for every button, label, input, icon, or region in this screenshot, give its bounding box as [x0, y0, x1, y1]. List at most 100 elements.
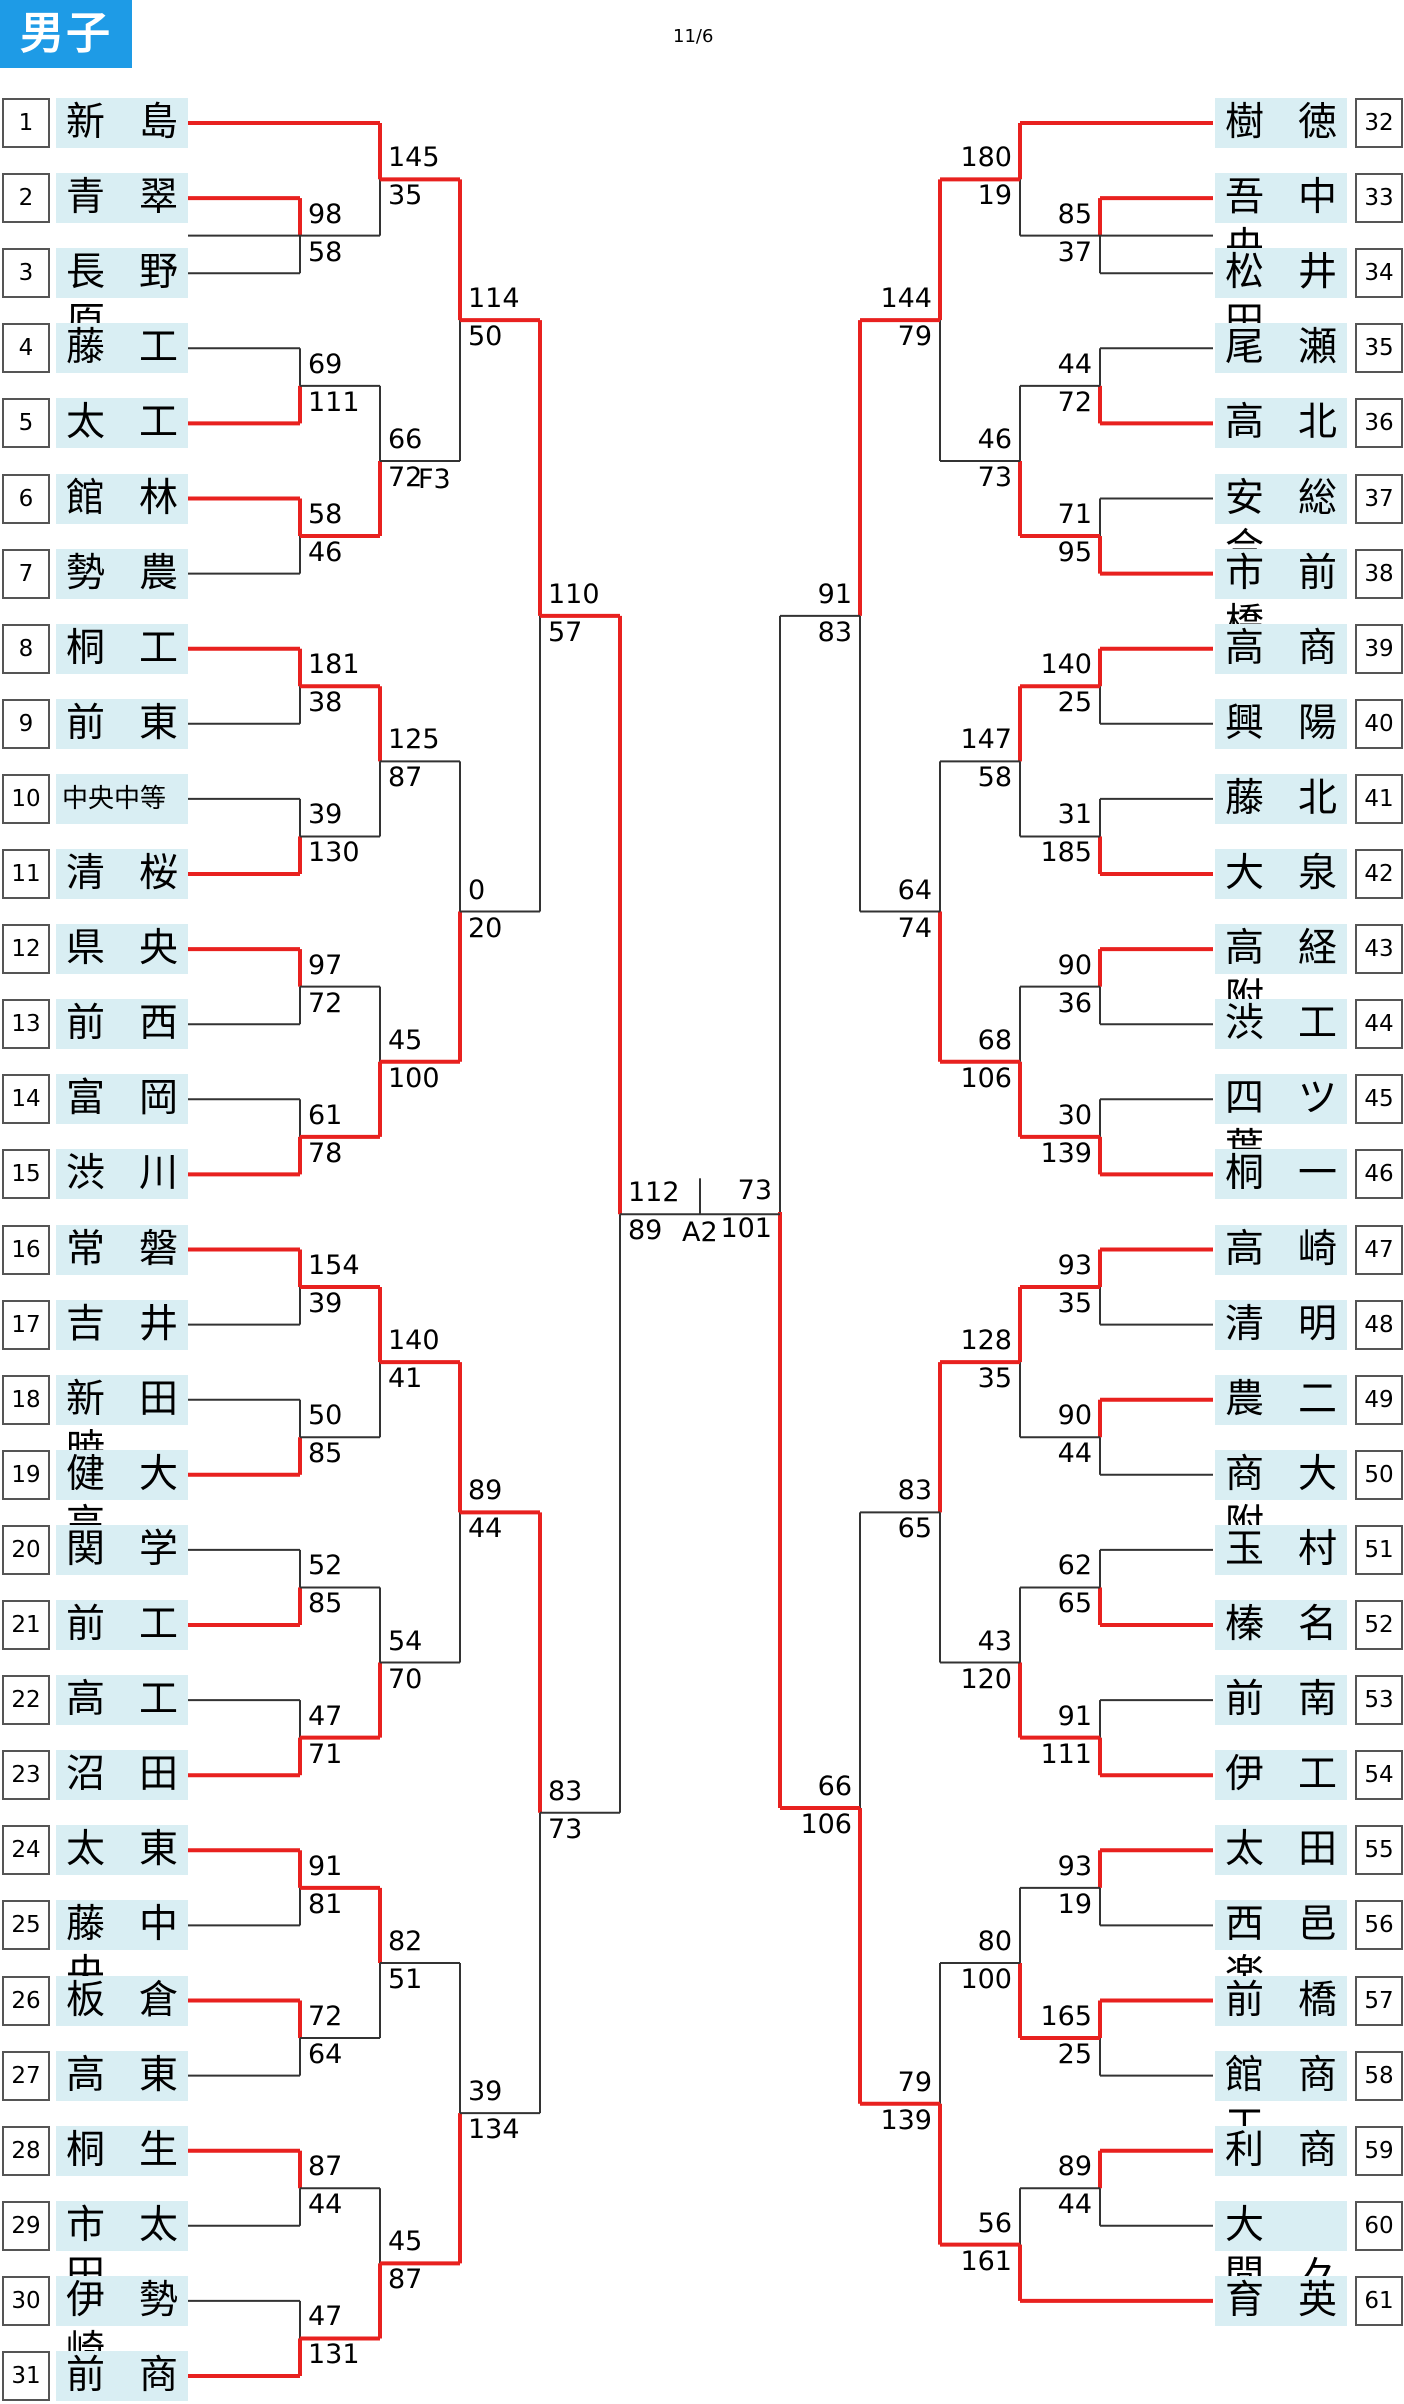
team-seed-number: 32 — [1355, 98, 1403, 148]
team-name: 藤中央 — [56, 1900, 188, 1997]
score-top: 45 — [388, 1024, 423, 1056]
score-bottom: 39 — [308, 1288, 343, 1320]
score-top: 82 — [388, 1925, 423, 1957]
team-name: 青翠 — [56, 173, 188, 224]
score-top: 154 — [308, 1250, 360, 1282]
team-name: 玉村 — [1215, 1524, 1347, 1575]
score-bottom: 100 — [960, 1963, 1012, 1995]
score-bottom: 46 — [308, 537, 343, 569]
score-bottom: 139 — [1040, 1137, 1092, 1169]
score-top: 66 — [388, 423, 423, 455]
score-top: 87 — [308, 2151, 343, 2183]
team-name: 太田 — [1215, 1825, 1347, 1876]
team-name: 桐工 — [56, 623, 188, 674]
score-bottom: 83 — [817, 616, 852, 648]
score-top: 110 — [548, 578, 600, 610]
team-seed-number: 30 — [2, 2275, 50, 2326]
score-top: 30 — [1057, 1099, 1092, 1131]
team-name: 桐一 — [1215, 1149, 1347, 1200]
team-seed-number: 5 — [2, 398, 50, 449]
team-seed-number: 20 — [2, 1524, 50, 1575]
score-bottom: 87 — [388, 762, 423, 794]
score-top: 91 — [1057, 1700, 1092, 1732]
team-name: 四ツ葉 — [1215, 1074, 1347, 1171]
team-seed-number: 14 — [2, 1074, 50, 1125]
score-top: 71 — [1057, 499, 1092, 531]
score-bottom: 50 — [468, 321, 503, 353]
team-seed-number: 17 — [2, 1299, 50, 1350]
team-name: 前南 — [1215, 1675, 1347, 1726]
score-top: 69 — [308, 348, 343, 380]
score-top: 80 — [977, 1925, 1012, 1957]
team-seed-number: 24 — [2, 1825, 50, 1876]
score-bottom: 58 — [977, 762, 1012, 794]
score-top: 73 — [737, 1174, 772, 1206]
score-bottom: 44 — [468, 1513, 503, 1545]
score-bottom: 71 — [308, 1738, 343, 1770]
team-seed-number: 39 — [1355, 623, 1403, 674]
score-bottom: 185 — [1040, 837, 1092, 869]
team-seed-number: 52 — [1355, 1600, 1403, 1650]
team-name: 藤北 — [1215, 773, 1347, 824]
team-seed-number: 6 — [2, 473, 50, 524]
team-seed-number: 16 — [2, 1224, 50, 1275]
team-name: 藤工 — [56, 323, 188, 374]
score-top: 46 — [977, 423, 1012, 455]
team-seed-number: 54 — [1355, 1750, 1403, 1801]
team-seed-number: 19 — [2, 1449, 50, 1500]
team-seed-number: 35 — [1355, 323, 1403, 374]
team-seed-number: 56 — [1355, 1900, 1403, 1951]
score-bottom: 65 — [1057, 1588, 1092, 1620]
team-name: 樹徳 — [1215, 98, 1347, 148]
team-seed-number: 44 — [1355, 999, 1403, 1050]
team-name: 高東 — [56, 2050, 188, 2101]
team-name: 榛名 — [1215, 1600, 1347, 1650]
score-top: 98 — [308, 198, 343, 230]
score-top: 91 — [817, 578, 852, 610]
team-name: 県央 — [56, 924, 188, 975]
team-name: 渋工 — [1215, 999, 1347, 1050]
score-bottom: 19 — [1057, 1888, 1092, 1920]
score-top: 165 — [1040, 2001, 1092, 2033]
score-bottom: 85 — [308, 1438, 343, 1470]
score-bottom: 38 — [308, 687, 343, 719]
score-top: 31 — [1057, 799, 1092, 831]
team-seed-number: 50 — [1355, 1449, 1403, 1500]
score-top: 50 — [308, 1400, 343, 1432]
score-top: 90 — [1057, 949, 1092, 981]
score-bottom: 20 — [468, 912, 503, 944]
team-seed-number: 4 — [2, 323, 50, 374]
score-top: 47 — [308, 1700, 343, 1732]
team-name: 尾瀬 — [1215, 323, 1347, 374]
score-bottom: 111 — [1040, 1738, 1092, 1770]
team-seed-number: 12 — [2, 924, 50, 975]
score-bottom: 79 — [897, 321, 932, 353]
team-name: 館商工 — [1215, 2050, 1347, 2148]
score-top: 45 — [388, 2226, 423, 2258]
team-seed-number: 60 — [1355, 2200, 1403, 2251]
team-seed-number: 31 — [2, 2351, 50, 2401]
score-bottom: 44 — [1057, 2189, 1092, 2221]
team-name: 新島 — [56, 98, 188, 148]
score-bottom: 35 — [1057, 1288, 1092, 1320]
score-top: 83 — [897, 1475, 932, 1507]
team-name: 興陽 — [1215, 698, 1347, 749]
team-seed-number: 38 — [1355, 548, 1403, 599]
score-bottom: 95 — [1057, 537, 1092, 569]
score-bottom: 73 — [977, 461, 1012, 493]
score-top: 72 — [308, 2001, 343, 2033]
team-name: 市前橋 — [1215, 548, 1347, 646]
score-bottom: 36 — [1057, 987, 1092, 1019]
score-bottom: 35 — [977, 1363, 1012, 1395]
score-bottom: 111 — [308, 386, 360, 418]
team-seed-number: 61 — [1355, 2275, 1403, 2326]
page-title: 男子 — [0, 0, 132, 68]
score-top: 147 — [960, 724, 1012, 756]
team-seed-number: 49 — [1355, 1374, 1403, 1425]
team-seed-number: 51 — [1355, 1524, 1403, 1575]
score-bottom: 161 — [960, 2245, 1012, 2277]
team-name: 太工 — [56, 398, 188, 449]
score-top: 125 — [388, 724, 440, 756]
team-name: 富岡 — [56, 1074, 188, 1125]
